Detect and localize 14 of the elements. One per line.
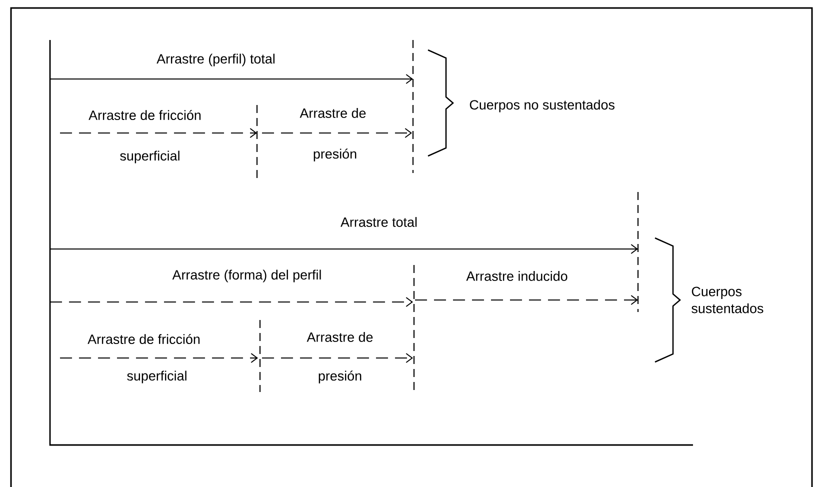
label: Arrastre (forma) del perfil (172, 270, 321, 282)
label: Arrastre de fricción (88, 110, 201, 120)
label: Arrastre (perfil) total (156, 54, 274, 66)
label: presión (314, 148, 356, 162)
label: superficial (127, 370, 186, 384)
label: Arrastre de (300, 108, 366, 118)
label: presión (318, 370, 362, 384)
label: Arrastre de (306, 332, 373, 342)
label: Arrastre total (340, 217, 417, 227)
label: Cuerpos sustentados (692, 286, 764, 314)
label: Cuerpos no sustentados (470, 100, 614, 112)
label: Arrastre inducido (466, 271, 568, 281)
label: Arrastre de fricción (88, 334, 200, 344)
label: superficial (120, 150, 180, 164)
